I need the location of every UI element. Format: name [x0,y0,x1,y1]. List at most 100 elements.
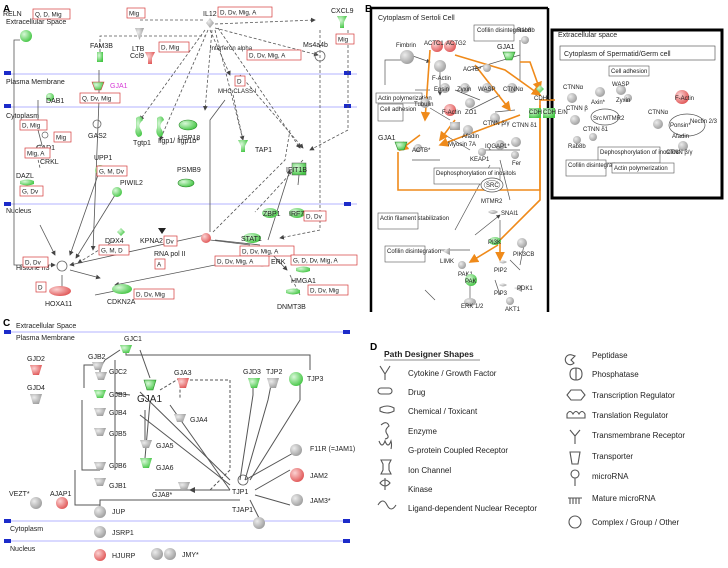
tag-kpna2: Dv [166,239,175,246]
tag-hmga1: G, D, Dv, Mig, A [293,258,338,265]
piwil2-label: PIWIL2 [120,180,143,187]
fer-label: Fer [512,161,521,167]
gjd3-label: GJD3 [243,369,261,376]
pdk1-label: PDK1 [517,286,533,292]
actb2-label: ACTB* [412,148,431,154]
tag-cdkn2a: D, Dv, Mig [136,292,165,299]
node-erk12: ERK 1/2 [461,298,484,310]
zyxin-label: Zyxin [457,87,471,93]
legend-left-icons [377,365,397,510]
box-cell-adh: Cell adhesion [380,107,416,113]
node-gjb2: GJB2 [88,354,106,370]
pip2-label: PIP2 [494,268,508,274]
cdh2-label: CDH E/N [529,110,554,116]
g-zyxin-label: Zyxin [616,98,630,104]
tag-ifna: D, Dv, Mig, A [249,53,286,60]
ddx4-shape [117,228,125,236]
node-g-ctnnd1: CTNN δ1 [583,127,609,141]
node-rab8b: Rab8b [517,28,535,44]
compartment-membrane-a: Plasma Membrane [6,79,65,86]
box-actin-poly: Actin polymerization [378,96,432,102]
compartment-membrane-c: Plasma Membrane [16,335,75,342]
crkl-label: CRKL [40,159,59,166]
iigp1-label: Iigp1/ Iigp1b* [158,138,199,145]
g-axin-label: Axin* [591,100,606,106]
actc1-label: ACTC1 [424,41,444,47]
g-afadin-label: Afadin [672,134,689,140]
g-rab8b-label: Rab8b [568,144,586,150]
hjurp-label: HJURP [112,553,136,560]
node-g-ctnnb: CTNN β [566,106,588,125]
tag-mhc: D [237,79,242,86]
node-gja5: GJA5 [140,440,174,450]
node-tjp3: TJP3 [289,372,323,386]
panel-a: A Extracellular Space Plasma Membrane Cy… [3,4,358,311]
header-cell-adhesion: Cell adhesion [611,69,647,75]
node-gja1-left: GJA1 [378,135,408,151]
node-jsrp1: JSRP1 [94,526,134,538]
ctnna-label: CTNNα [503,87,524,93]
histone-label: Histone h3 [16,265,50,272]
node-gja1-b: GJA1 [497,44,516,61]
panel-b-nodes: Rab8b Fimbrin ACTC1 ACTG2 GJA1 F-Actin A… [378,28,718,313]
gjb1-label: GJB1 [109,483,127,490]
tag-dazl: G, Dv [22,189,39,196]
jup-label: JUP [112,509,126,516]
box-cofilin-top: Cofilin disintegration [477,28,531,34]
node-gjc2: GJC2 [95,369,127,380]
cdkn2a-label: CDKN2A [107,299,136,306]
node-wasp: WASP [478,83,495,93]
node-gjb4: GJB4 [94,408,127,417]
pik3cb-label: PIK3CB [513,252,534,258]
cdh3-label: CDH E/N [543,110,568,116]
membrane-marker [344,71,351,75]
panel-c-label: C [3,318,10,329]
cdkn2a-shape [112,284,132,294]
tjp3-label: TJP3 [307,376,323,383]
node-dab1: DAB1 [46,93,64,105]
transmembrane-receptor-icon [569,429,581,444]
legend-enzyme: Enzyme [408,427,437,436]
node-tjp2: TJP2 [266,369,282,388]
panel-b-orange-edges [397,49,555,263]
afadin-label: Afadin [462,134,479,140]
ctnnd1-label: CTNN δ1 [512,123,538,129]
cxcl9-shape [337,16,347,28]
tag-piwil2: G, M, Dv [99,169,125,176]
node-pak: PAK [465,274,477,286]
legend-cytokine: Cytokine / Growth Factor [408,369,497,378]
gas2-label: GAS2 [88,133,107,140]
stat1-label: STAT1 [241,236,262,243]
ltb-label: LTB [132,46,145,53]
g-ctnna2-label: CTNNα [648,110,669,116]
node-gjb1: GJB1 [94,478,127,490]
node-ctnnb: CTNN β/γ [483,113,509,127]
node-pi3k: PI3K [488,237,501,246]
node-ifit1b: IFIT1B [286,162,307,176]
tap1-shape [238,140,248,152]
node-keap1: KEAP1 [470,148,490,163]
ms4a4b-shape [314,50,326,62]
histone-shape [56,260,68,272]
node-snai1: SNAI1 [488,210,519,217]
legend-mature-microrna: Mature microRNA [592,494,656,503]
legend-peptidase: Peptidase [592,351,628,360]
tag-crkl: Mig, A [27,151,45,158]
tag-gja1: Q, Dv, Mig [82,96,112,103]
limk-label: LIMK [440,259,454,265]
node-gja1-a: GJA1 [91,81,128,91]
tap1-label: TAP1 [255,147,272,154]
usp18-label: USP18 [178,135,200,142]
rab8b-label: Rab8b [517,28,535,34]
membrane-marker [4,71,11,75]
node-myosin: Myosin 7A [448,122,476,148]
node-cdh1: CDH1 [534,85,551,102]
node-gjc1: GJC1 [120,336,142,353]
gja1-shape [91,81,105,91]
factin1-label: F-Actin [432,76,451,82]
legend-right-icons [564,354,586,529]
tag-dab1: D, Mig [22,123,41,130]
jam3-label: JAM3* [310,498,331,505]
membrane-marker [343,539,350,543]
